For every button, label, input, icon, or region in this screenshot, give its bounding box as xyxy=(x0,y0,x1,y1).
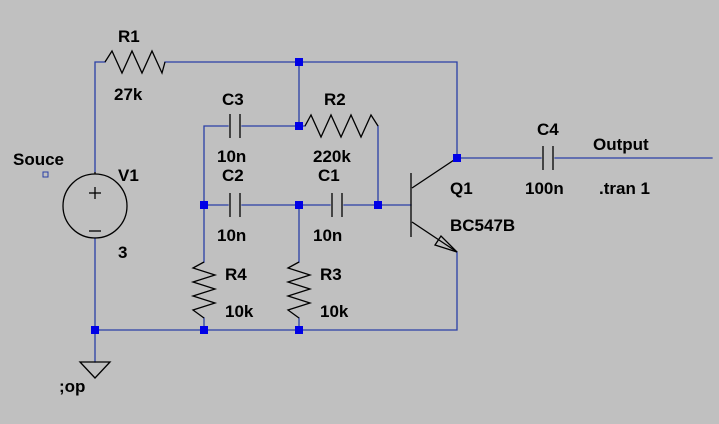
c4-value: 100n xyxy=(525,179,564,198)
c1-value: 10n xyxy=(313,226,342,245)
ground-label: ;op xyxy=(59,377,85,396)
resistor-r2[interactable] xyxy=(304,113,379,139)
junction-dot xyxy=(91,326,99,334)
c3-value: 10n xyxy=(217,147,246,166)
c2-value: 10n xyxy=(217,226,246,245)
c4-name: C4 xyxy=(537,120,559,139)
junction-dot xyxy=(295,326,303,334)
wire-v1-top-to-r1 xyxy=(94,61,106,173)
v1-name: V1 xyxy=(118,166,139,185)
junction-dot xyxy=(200,201,208,209)
source-port-marker[interactable] xyxy=(42,171,49,178)
r1-name: R1 xyxy=(118,27,140,46)
r2-value: 220k xyxy=(313,147,351,166)
capacitor-c3[interactable] xyxy=(229,114,241,138)
v1-value: 3 xyxy=(118,243,127,262)
resistor-r1[interactable] xyxy=(104,49,166,75)
wires xyxy=(94,61,713,363)
wire-c3-left xyxy=(203,125,229,206)
r3-name: R3 xyxy=(320,265,342,284)
q1-model: BC547B xyxy=(450,216,515,235)
capacitor-c4[interactable] xyxy=(542,146,554,170)
junction-dot xyxy=(453,154,461,162)
output-label: Output xyxy=(593,135,649,154)
r1-value: 27k xyxy=(114,85,143,104)
tran-directive[interactable]: .tran 1 xyxy=(599,179,650,198)
wire-r1-to-collector xyxy=(164,61,458,159)
capacitor-c1[interactable] xyxy=(331,193,343,217)
resistor-r4[interactable] xyxy=(190,261,218,319)
capacitor-c2[interactable] xyxy=(229,193,241,217)
r3-value: 10k xyxy=(320,302,349,321)
c1-name: C1 xyxy=(318,166,340,185)
transistor-q1[interactable] xyxy=(410,157,458,253)
c3-name: C3 xyxy=(222,90,244,109)
r4-value: 10k xyxy=(225,302,254,321)
voltage-source-v1[interactable] xyxy=(62,172,128,239)
source-label: Souce xyxy=(13,150,64,169)
junction-dot xyxy=(295,122,303,130)
ground-symbol xyxy=(78,361,112,379)
q1-name: Q1 xyxy=(450,179,473,198)
junction-dot xyxy=(200,326,208,334)
resistor-r3[interactable] xyxy=(285,261,313,319)
r4-name: R4 xyxy=(225,265,247,284)
junction-dot xyxy=(295,58,303,66)
junction-dot xyxy=(374,201,382,209)
junctions xyxy=(91,58,461,334)
r2-name: R2 xyxy=(324,90,346,109)
wire-ground-rail xyxy=(94,251,458,331)
c2-name: C2 xyxy=(222,166,244,185)
junction-dot xyxy=(295,201,303,209)
